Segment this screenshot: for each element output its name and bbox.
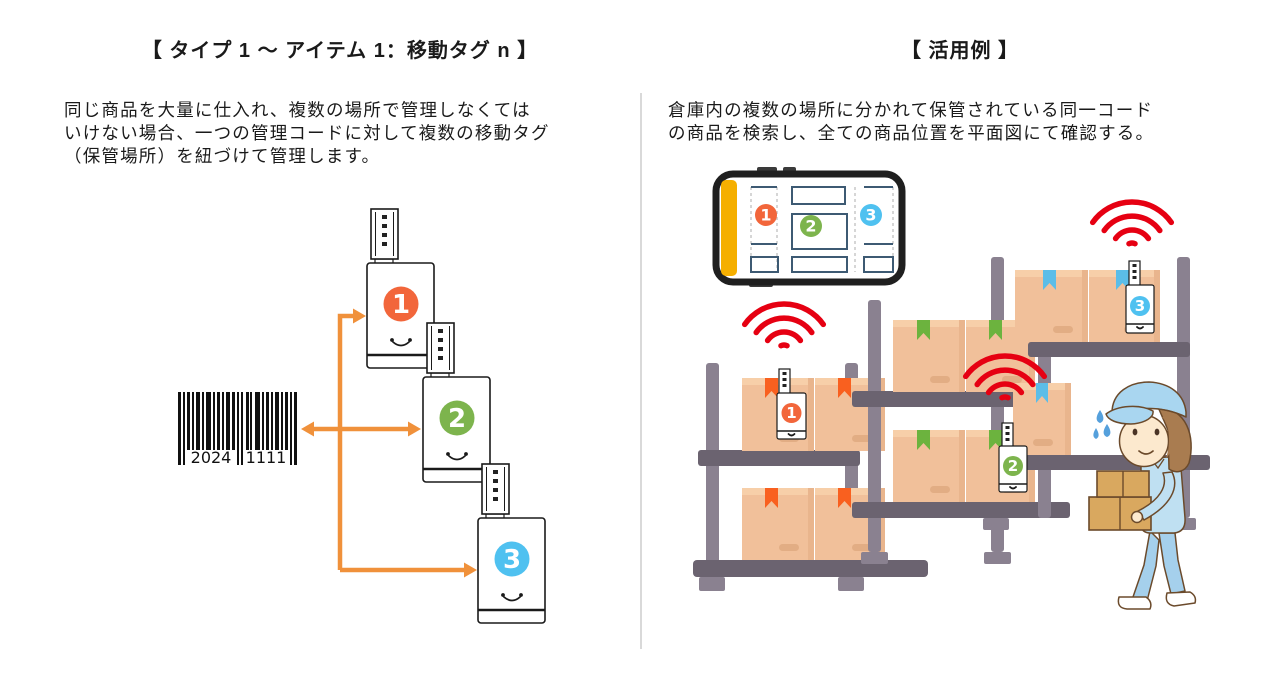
shelf-tag-1: 1	[776, 368, 807, 440]
floor-plan-marker-3: 3	[860, 204, 882, 226]
svg-text:3: 3	[1135, 297, 1145, 315]
code-to-tags-diagram: 2024 1111	[178, 208, 546, 624]
svg-text:1: 1	[786, 404, 796, 422]
tag-number-3: 3	[503, 545, 521, 575]
left-desc-line1: 同じ商品を大量に仕入れ、複数の場所で管理しなくては	[64, 100, 531, 120]
right-desc-line1: 倉庫内の複数の場所に分かれて保管されている同一コード	[668, 100, 1154, 120]
wifi-signal-icon-3	[1089, 199, 1175, 247]
wifi-signal-icon-2	[962, 353, 1048, 401]
svg-text:2: 2	[805, 217, 816, 236]
shelf-tag-2: 2	[998, 422, 1028, 493]
right-panel-title: 【 活用例 】	[900, 40, 1020, 62]
shelf-unit-right	[983, 257, 1210, 530]
warehouse-illustration: 1 2 3	[693, 167, 1210, 610]
panel-divider	[640, 93, 642, 649]
sweat-drop-icon	[1096, 410, 1104, 423]
worker-hand	[1130, 510, 1144, 524]
floor-plan-marker-2: 2	[800, 215, 822, 237]
left-desc-line3: （保管場所）を紐づけて管理します。	[64, 146, 381, 166]
worker	[1088, 381, 1197, 610]
phone-sidebar	[721, 180, 737, 276]
shelf-tag-3: 3	[1125, 260, 1155, 334]
barcode-right-digits: 1111	[246, 448, 287, 467]
tag-smile-icon	[392, 341, 410, 347]
tag-number-1: 1	[392, 290, 410, 320]
left-panel-title: 【 タイプ 1 ～ アイテム 1：移動タグ n 】	[141, 40, 539, 62]
barcode: 2024 1111	[178, 392, 297, 467]
box	[893, 320, 965, 392]
left-desc-line2: いけない場合、一つの管理コードに対して複数の移動タグ	[64, 123, 550, 143]
mobile-tag-device-1: 1	[366, 208, 435, 369]
mobile-tag-device-3: 3	[477, 463, 546, 624]
smartphone: 1 2 3	[712, 167, 906, 287]
svg-text:2: 2	[1008, 457, 1018, 475]
tag-number-badge-3	[494, 541, 530, 577]
barcode-left-digits: 2024	[191, 448, 232, 467]
tag-smile-icon	[787, 433, 796, 437]
tag-number-badge-2	[1003, 456, 1023, 476]
floor-plan-marker-1: 1	[755, 204, 777, 226]
floor-plan: 1 2 3	[750, 186, 894, 273]
tag-number-2: 2	[448, 404, 466, 434]
link-arrowheads	[301, 308, 477, 578]
tag-number-badge-1	[781, 403, 802, 423]
box	[1013, 383, 1071, 455]
svg-text:3: 3	[865, 206, 876, 225]
right-desc-line2: の商品を検索し、全ての商品位置を平面図にて確認する。	[668, 123, 1155, 143]
shelf-base-beam	[693, 560, 928, 577]
left-panel-description: 同じ商品を大量に仕入れ、複数の場所で管理しなくては いけない場合、一つの管理コー…	[64, 99, 550, 168]
sweat-drop-icon	[1103, 424, 1111, 437]
worker-shoe	[1117, 596, 1152, 610]
tag-smile-icon	[503, 596, 521, 602]
tag-number-badge-1	[383, 286, 419, 322]
tag-smile-icon	[448, 455, 466, 461]
worker-cap-brim	[1105, 405, 1154, 425]
box	[742, 488, 814, 560]
sweat-drop-icon	[1093, 428, 1099, 439]
worker-shoe	[1165, 591, 1197, 607]
svg-text:1: 1	[760, 206, 771, 225]
shelf-beam	[698, 450, 860, 466]
tag-smile-icon	[1136, 326, 1144, 330]
link-lines	[312, 313, 464, 573]
mobile-tag-device-2: 2	[422, 322, 491, 483]
box	[893, 430, 965, 502]
tag-smile-icon	[1009, 486, 1017, 490]
wifi-signal-icon-1	[741, 301, 827, 349]
tag-number-badge-2	[439, 400, 475, 436]
box	[1015, 270, 1088, 342]
tag-number-badge-3	[1130, 296, 1150, 316]
right-panel-description: 倉庫内の複数の場所に分かれて保管されている同一コード の商品を検索し、全ての商品…	[668, 99, 1154, 145]
